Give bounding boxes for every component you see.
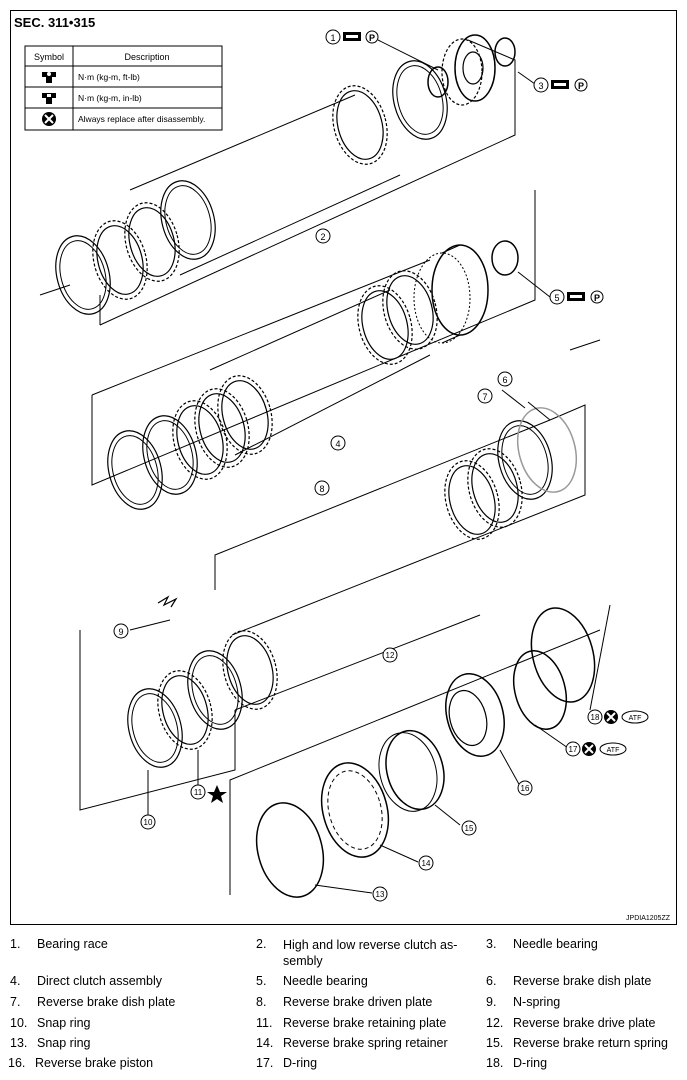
svg-text:9: 9: [118, 627, 123, 637]
callout-8: 8: [314, 480, 330, 496]
svg-text:11: 11: [194, 788, 203, 797]
svg-text:4: 4: [335, 439, 340, 449]
svg-text:12: 12: [386, 651, 395, 660]
callout-2: 2: [315, 228, 331, 244]
svg-text:2: 2: [320, 232, 325, 242]
callout-18: 18: [587, 709, 603, 725]
section-title: SEC. 311•315: [14, 15, 95, 30]
svg-text:6: 6: [502, 375, 507, 385]
svg-text:7: 7: [482, 392, 487, 402]
torque-wrench-icon: [42, 72, 56, 83]
svg-text:P: P: [369, 33, 375, 43]
replace-x-icon: [582, 742, 596, 756]
svg-text:14: 14: [422, 859, 431, 868]
svg-text:P: P: [594, 293, 600, 303]
symbol-row-2-text: N·m (kg-m, in-lb): [78, 93, 142, 103]
svg-text:ATF: ATF: [629, 715, 642, 722]
svg-text:15: 15: [465, 824, 474, 833]
return-spring-part: [378, 729, 445, 812]
torque-icon: [343, 32, 361, 41]
svg-text:16: 16: [521, 784, 530, 793]
petroleum-jelly-icon: P: [574, 78, 588, 92]
callout-4: 4: [330, 435, 346, 451]
petroleum-jelly-icon: P: [590, 290, 604, 304]
bearing-race-part: [427, 66, 449, 98]
direct-clutch-drum-part: [413, 244, 489, 344]
callout-12: 12: [382, 647, 398, 663]
description-column-header: Description: [124, 52, 169, 62]
svg-text:17: 17: [569, 745, 578, 754]
figure-id: JPDIA1205ZZ: [626, 915, 671, 922]
atf-badge: ATF: [599, 742, 627, 756]
torque-wrench-small-icon: [42, 93, 56, 104]
replace-x-icon: [42, 112, 56, 126]
reverse-brake-plate-stack: [118, 595, 596, 898]
callouts: 1 2 3 4 5 6 7 8 9 10 11 12 13 14 15 16 1…: [113, 29, 603, 902]
svg-text:P: P: [578, 81, 584, 91]
leader-lines: [129, 39, 611, 894]
svg-text:13: 13: [376, 890, 385, 899]
star-icon: [207, 785, 227, 803]
callout-10: 10: [140, 814, 156, 830]
reverse-brake-piston-part: [445, 673, 505, 757]
callout-17: 17: [565, 741, 581, 757]
replace-x-icon: [604, 710, 618, 724]
svg-text:10: 10: [144, 818, 153, 827]
parts-legend: 1.Bearing race 2.High and low reverse cl…: [8, 937, 668, 1070]
svg-text:8: 8: [319, 484, 324, 494]
callout-3: 3: [533, 77, 549, 93]
torque-icon: [567, 292, 585, 301]
callout-16: 16: [517, 780, 533, 796]
svg-text:1: 1: [330, 33, 335, 43]
petroleum-jelly-icon: P: [365, 30, 379, 44]
exploded-parts-diagram: SEC. 311•315 Symbol Description N·m (kg-…: [10, 10, 677, 925]
n-spring-part: [157, 595, 178, 608]
callout-5: 5: [549, 289, 565, 305]
atf-badge: ATF: [621, 710, 649, 724]
needle-bearing-5-part: [491, 240, 519, 276]
symbol-row-1-text: N·m (kg-m, ft-lb): [78, 72, 140, 82]
callout-9: 9: [113, 623, 129, 639]
callout-7: 7: [477, 388, 493, 404]
svg-text:3: 3: [538, 81, 543, 91]
assembly-outlines: [39, 39, 601, 895]
symbol-column-header: Symbol: [34, 52, 64, 62]
spring-retainer-part: [320, 762, 390, 858]
direct-clutch-assembly: [98, 240, 519, 516]
callout-1: 1: [325, 29, 341, 45]
svg-text:5: 5: [554, 293, 559, 303]
d-ring-18-part: [530, 607, 596, 703]
svg-text:18: 18: [591, 713, 600, 722]
symbol-table: Symbol Description N·m (kg-m, ft-lb) N·m…: [24, 45, 223, 131]
badges: P P P ATF ATF: [207, 30, 649, 803]
callout-15: 15: [461, 820, 477, 836]
callout-6: 6: [497, 371, 513, 387]
reverse-brake-dish-plates: [435, 407, 577, 546]
high-low-reverse-clutch-assembly: [46, 34, 516, 321]
d-ring-17-part: [512, 650, 568, 730]
callout-14: 14: [418, 855, 434, 871]
clutch-drum-part: [441, 34, 496, 106]
snap-ring-13-part: [255, 802, 325, 898]
callout-13: 13: [372, 886, 388, 902]
svg-text:ATF: ATF: [607, 747, 620, 754]
torque-icon: [551, 80, 569, 89]
callout-11: 11: [190, 784, 206, 800]
diagram-frame: [10, 10, 677, 925]
symbol-row-3-text: Always replace after disassembly.: [78, 114, 205, 124]
needle-bearing-3-part: [494, 37, 516, 67]
